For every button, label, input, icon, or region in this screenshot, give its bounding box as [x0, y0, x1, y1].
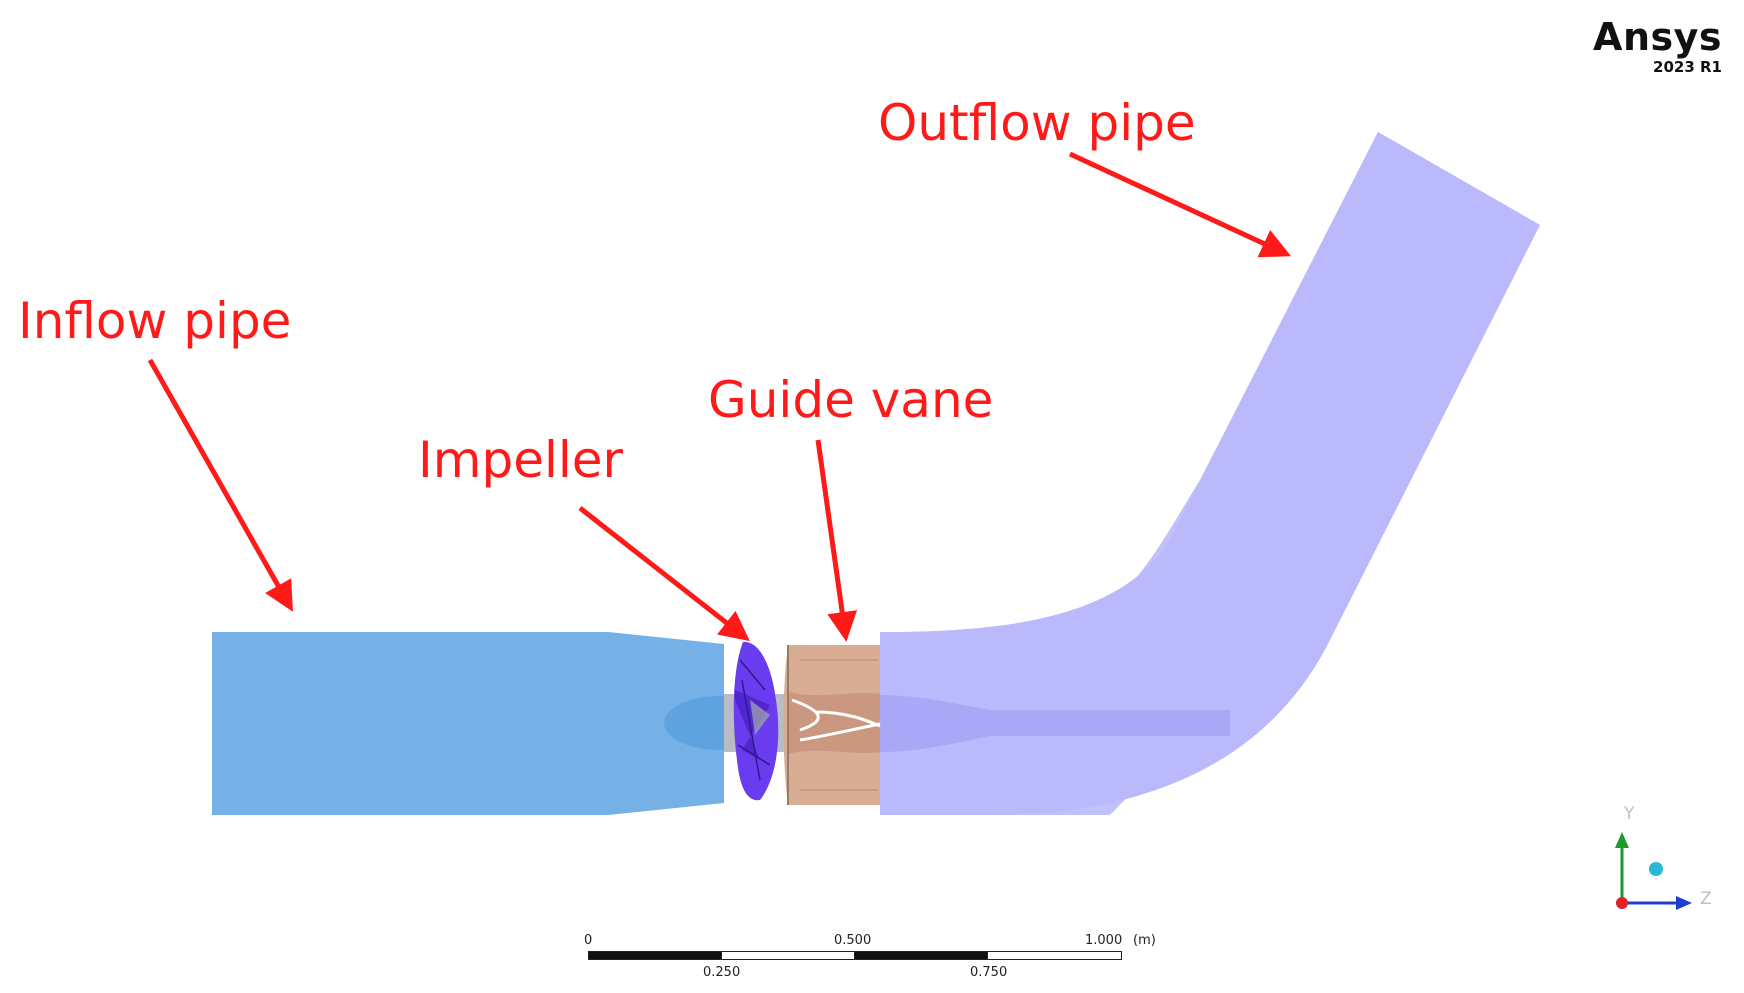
triad-z-label: Z [1700, 889, 1712, 909]
axis-triad [1615, 832, 1692, 910]
scale-tick-0: 0 [584, 933, 593, 948]
outflow-arrow [1068, 151, 1292, 258]
guide-vane-label: Guide vane [708, 371, 994, 429]
scale-unit: (m) [1133, 933, 1156, 948]
impeller-label: Impeller [418, 431, 624, 489]
guide-vane-arrow [815, 439, 858, 642]
shaft-core [880, 695, 1230, 752]
inflow-pipe[interactable] [212, 632, 724, 815]
impeller-arrow [578, 506, 750, 642]
logo-brand: Ansys [1593, 15, 1722, 59]
outflow-pipe-bend [880, 132, 1540, 815]
ansys-logo: Ansys 2023 R1 [1593, 18, 1722, 76]
inflow-arrow [147, 358, 293, 612]
guide-vane[interactable] [783, 645, 881, 805]
scale-tick-0750: 0.750 [970, 965, 1008, 980]
scale-segment-4 [987, 951, 1122, 960]
impeller[interactable] [733, 641, 779, 801]
outflow-pipe-label: Outflow pipe [878, 94, 1196, 152]
inflow-pipe-label: Inflow pipe [18, 292, 292, 350]
scale-tick-1000: 1.000 [1085, 933, 1123, 948]
triad-y-label: Y [1624, 804, 1635, 824]
scale-tick-0250: 0.250 [703, 965, 741, 980]
scale-segment-1 [588, 951, 722, 960]
logo-version: 2023 R1 [1653, 58, 1722, 76]
scale-segment-2 [721, 951, 855, 960]
scale-segment-3 [854, 951, 988, 960]
scale-tick-0500: 0.500 [834, 933, 872, 948]
